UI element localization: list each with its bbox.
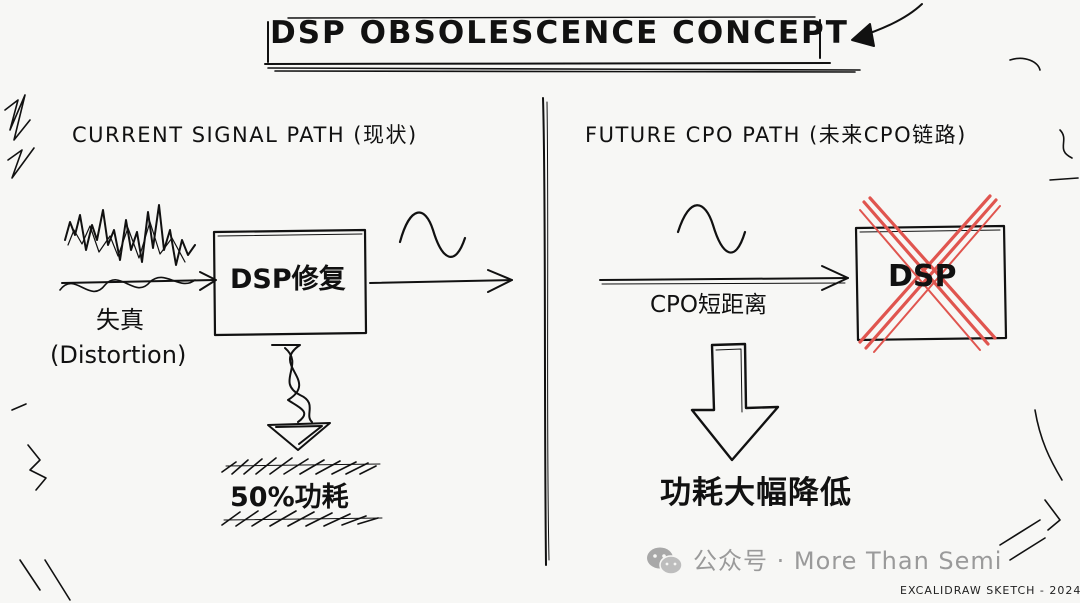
title-pointer-arrow — [851, 3, 923, 47]
dsp-obsolete-label: DSP — [888, 259, 957, 294]
decor-scribbles-left — [4, 94, 71, 601]
footer-caption: EXCALIDRAW SKETCH - 2024 — [900, 584, 1080, 597]
distortion-label-en: (Distortion) — [50, 341, 187, 369]
wechat-icon — [647, 547, 683, 575]
title-frame — [264, 16, 861, 73]
cpo-arrow — [599, 265, 849, 291]
dsp-repair-label: DSP修复 — [230, 264, 346, 295]
output-arrow — [369, 269, 513, 293]
cpo-short-reach-label: CPO短距离 — [650, 292, 768, 318]
decor-scribbles-right — [999, 57, 1079, 561]
distortion-label-zh: 失真 — [96, 306, 144, 334]
cpo-signal-wave — [676, 204, 747, 254]
right-panel-header: FUTURE CPO PATH (未来CPO链路) — [585, 123, 967, 147]
watermark: 公众号 · More Than Semi — [645, 546, 1002, 576]
dsp-obsolete-box — [854, 224, 1008, 342]
squiggly-down-arrow — [267, 344, 331, 451]
distorted-signal-wave — [59, 204, 217, 293]
power-reduction-label: 功耗大幅降低 — [660, 475, 852, 511]
page-title: DSP OBSOLESCENCE CONCEPT — [270, 15, 849, 51]
dsp-repair-box — [212, 228, 368, 337]
red-cross-mark — [858, 194, 1001, 353]
power-consumption-label: 50%功耗 — [230, 482, 349, 513]
hollow-down-arrow — [690, 342, 780, 462]
watermark-text: 公众号 · More Than Semi — [693, 547, 1003, 575]
clean-output-wave — [398, 211, 467, 258]
center-divider — [542, 97, 550, 566]
left-panel-header: CURRENT SIGNAL PATH (现状) — [72, 123, 418, 147]
power-hatching-bottom — [221, 510, 383, 527]
power-hatching-top — [221, 457, 381, 475]
